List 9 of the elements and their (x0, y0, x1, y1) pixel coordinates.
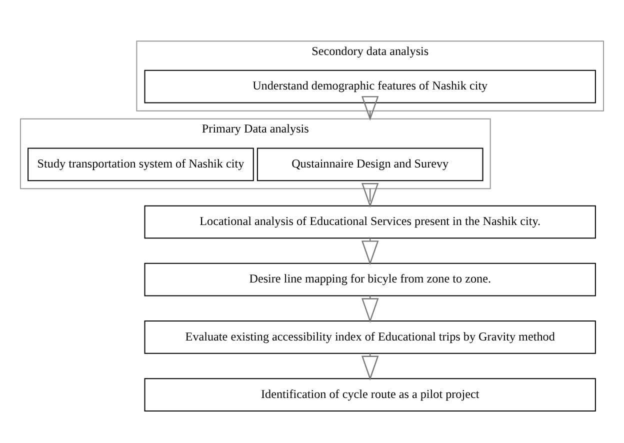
node-box: Desire line mapping for bicyle from zone to zone. (144, 262, 596, 296)
node-box: Study transportation system of Nashik city (28, 147, 254, 181)
arrow (361, 182, 379, 208)
node-box: Locational analysis of Educational Services present in the Nashik city. (144, 204, 596, 238)
arrow (361, 96, 379, 120)
node-box: Qustainnaire Design and Surevy (256, 147, 484, 181)
node-box: Evaluate existing accessibility index of Educational trips by Gravity method (144, 320, 596, 354)
node-box: Understand demographic features of Nashik city (144, 69, 596, 103)
node-box: Identification of cycle route as a pilot project (144, 378, 596, 411)
